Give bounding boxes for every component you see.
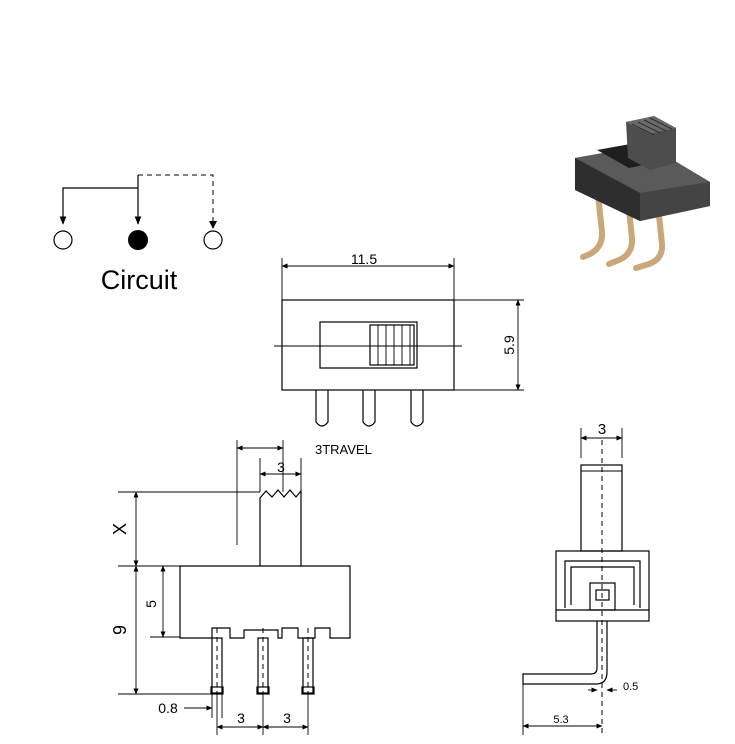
actuator-knob xyxy=(369,324,415,366)
pin-side xyxy=(522,621,608,685)
terminal-left-icon xyxy=(53,230,73,250)
pin-top-1 xyxy=(315,390,329,427)
dim-width: 11.5 xyxy=(351,251,377,267)
travel-label: 3TRAVEL xyxy=(315,442,372,457)
terminal-common-icon xyxy=(128,230,148,250)
circuit-label: Circuit xyxy=(101,265,178,295)
dim-pin-length: 5.3 xyxy=(553,714,568,726)
housing-front xyxy=(179,565,351,639)
housing-top xyxy=(281,299,455,391)
dim-side-knob-width: 3 xyxy=(598,421,606,438)
dim-pin-thickness: 0.5 xyxy=(623,681,638,693)
pin-top-3 xyxy=(410,390,424,427)
dim-pin-pitch-1: 3 xyxy=(237,710,245,726)
switch-photo xyxy=(575,116,710,271)
pin-top-2 xyxy=(362,390,376,427)
dim-knob-width: 3 xyxy=(277,459,285,475)
dim-base-height: 5 xyxy=(143,600,159,608)
front-view: 3TRAVEL 3 X 9 5 0.8 3 xyxy=(110,440,372,735)
dim-pin-width: 0.8 xyxy=(158,700,178,716)
dim-body-height: 9 xyxy=(110,625,130,635)
circuit-diagram: Circuit xyxy=(53,174,223,295)
top-view: 11.5 5.9 xyxy=(274,251,524,427)
terminal-right-icon xyxy=(203,230,223,250)
dim-height: 5.9 xyxy=(501,335,517,355)
dim-knob-height: X xyxy=(110,523,130,535)
knob-front xyxy=(259,489,302,566)
side-view: 3 0.5 5.3 xyxy=(522,421,650,735)
dim-pin-pitch-2: 3 xyxy=(283,710,291,726)
